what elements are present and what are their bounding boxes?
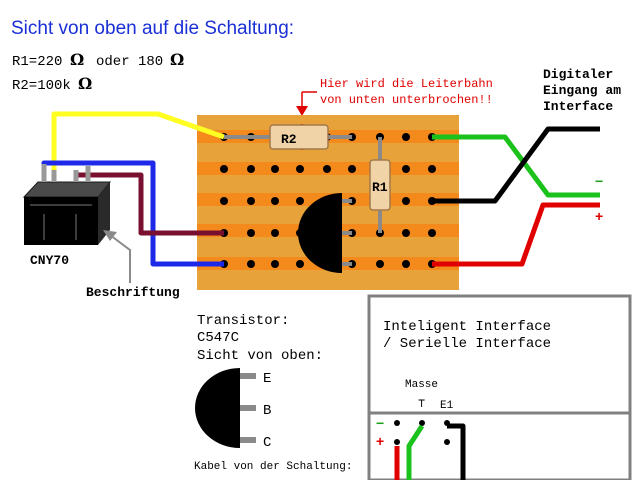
connector-hole-4 (394, 439, 400, 445)
wire-black-output (432, 126, 600, 204)
connector-hole-5 (444, 439, 450, 445)
stripboard-hole-r5-c2 (247, 260, 255, 268)
interface-title-1: Inteligent Interface (383, 319, 551, 335)
r2-label: R2 (281, 132, 297, 147)
cable-label: Kabel von der Schaltung: (194, 461, 352, 473)
r1-alternative-omega-symbol: Ω (170, 50, 184, 69)
stripboard-hole-r1-c8 (402, 133, 410, 141)
interface-input-label-1: Digitaler (543, 67, 613, 82)
connector-minus-sign: − (376, 415, 384, 431)
cut-note-line-2: von unten unterbrochen!! (320, 93, 493, 107)
sensor-side-face (98, 182, 110, 245)
interface-input-label-2: Eingang am (543, 83, 621, 98)
wire-red-output (432, 202, 600, 267)
transistor-view-note: Sicht von oben: (197, 348, 323, 364)
stripboard-hole-r3-c1 (220, 197, 228, 205)
cable-green (406, 424, 425, 480)
r1-label: R1 (372, 180, 388, 195)
pin-c-label: C (263, 435, 271, 451)
sensor-top-face (22, 181, 112, 198)
marking-arrow-head (103, 230, 117, 241)
connector-plus-sign: + (376, 433, 384, 449)
interface-input-label-3: Interface (543, 99, 613, 114)
transistor-pinout-body (195, 368, 240, 448)
stripboard-hole-r4-c3 (271, 229, 279, 237)
r1-value-alternative: oder 180 (96, 54, 163, 70)
stripboard-hole-r3-c2 (247, 197, 255, 205)
diagram-title: Sicht von oben auf die Schaltung: (11, 18, 294, 39)
masse-label: Masse (405, 379, 438, 391)
stripboard-hole-r2-c2 (247, 165, 255, 173)
e1-label: E1 (440, 400, 454, 412)
resistor-r2 (269, 124, 329, 150)
r1-omega-symbol: Ω (70, 50, 84, 69)
stripboard-hole-r5-c7 (376, 260, 384, 268)
r2-omega-symbol: Ω (78, 74, 92, 93)
r2-value-prefix: R2=100k (12, 78, 71, 94)
pin-e-label: E (263, 371, 271, 387)
stripboard-hole-r2-c3 (271, 165, 279, 173)
stripboard-hole-r5-c3 (271, 260, 279, 268)
transistor-body (298, 193, 342, 273)
cut-note-line-1: Hier wird die Leiterbahn (320, 77, 493, 91)
stripboard-hole-r3-c4 (296, 197, 304, 205)
ground-symbol: ⊤ (418, 397, 425, 411)
stripboard-hole-r2-c5 (323, 165, 331, 173)
stripboard-hole-r3-c8 (402, 197, 410, 205)
connector-hole-1 (394, 420, 400, 426)
stripboard-hole-r5-c8 (402, 260, 410, 268)
stripboard-hole-r4-c8 (402, 229, 410, 237)
marking-arrow-shaft (109, 234, 131, 283)
sensor-front-face (24, 197, 98, 245)
cable-black (447, 423, 466, 480)
input-plus-sign: + (595, 208, 603, 224)
input-minus-sign: − (595, 173, 603, 189)
connector-hole-2 (419, 420, 425, 426)
stripboard-hole-r3-c3 (271, 197, 279, 205)
resistor-r1 (369, 159, 391, 211)
transistor-heading: Transistor: (197, 313, 289, 329)
stripboard-hole-r2-c1 (220, 165, 228, 173)
wire-green-output (432, 134, 600, 198)
pin-b-label: B (263, 403, 271, 419)
stripboard-hole-r2-c9 (428, 165, 436, 173)
cut-note-arrow-head (296, 106, 308, 116)
stripboard-hole-r5-c4 (296, 260, 304, 268)
stripboard-hole-r2-c6 (348, 165, 356, 173)
stripboard-hole-r4-c2 (247, 229, 255, 237)
interface-connector-panel (367, 411, 632, 480)
marking-label: Beschriftung (86, 285, 180, 300)
wire-yellow-sensor (51, 111, 225, 172)
interface-title-2: / Serielle Interface (383, 336, 551, 352)
stripboard-hole-r4-c9 (428, 229, 436, 237)
transistor-type: C547C (197, 330, 239, 346)
stripboard-hole-r2-c8 (402, 165, 410, 173)
r1-value-prefix: R1=220 (12, 54, 62, 70)
cny70-sensor (22, 164, 112, 245)
sensor-name-label: CNY70 (30, 253, 69, 268)
stripboard-hole-r2-c4 (296, 165, 304, 173)
